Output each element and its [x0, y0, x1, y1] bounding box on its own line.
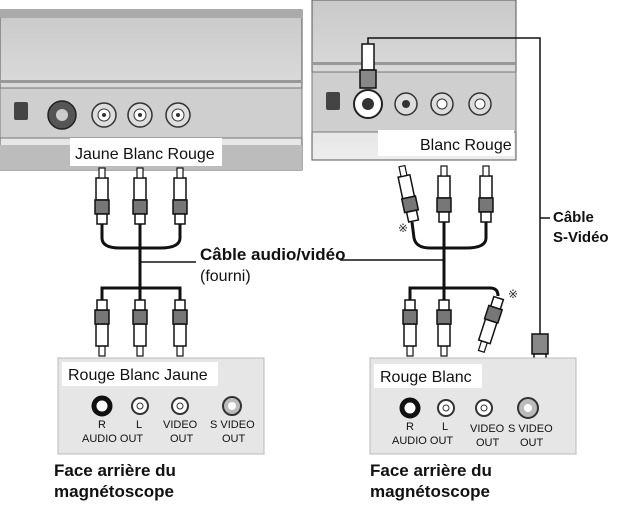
jack-svideo-label: S VIDEO	[508, 423, 553, 435]
right-bottom-labels: Rouge Blanc	[380, 369, 472, 386]
svideo-plug-top	[359, 43, 377, 89]
audio-r-jack-icon	[399, 397, 421, 419]
jack-r-label: R	[406, 421, 414, 433]
jack-video-out-label: OUT	[476, 437, 500, 449]
right-bottom-plugs	[402, 295, 507, 357]
jack-svideo-out-label: OUT	[222, 433, 246, 445]
right-device: Blanc Rouge	[311, 0, 517, 161]
rca-jack-icon	[394, 92, 418, 116]
svideo-label-line1: Câble	[553, 209, 594, 226]
right-vcr-panel: Rouge Blanc R L AUDIO OUT VIDEO OUT S VI…	[369, 357, 577, 455]
jack-video-label: VIDEO	[163, 419, 198, 431]
left-caption-line2: magnétoscope	[54, 482, 174, 501]
left-device: Jaune Blanc Rouge	[0, 9, 303, 171]
rca-jack-icon	[127, 102, 153, 128]
rca-jack-icon	[468, 92, 492, 116]
jack-svideo-label: S VIDEO	[210, 419, 255, 431]
note-mark-bottom: ※	[508, 287, 518, 301]
left-bottom-plugs	[94, 299, 188, 357]
optical-jack-icon	[326, 92, 340, 110]
audio-r-jack-icon	[91, 395, 113, 417]
rca-jack-icon	[430, 92, 454, 116]
svideo-label-line2: S-Vidéo	[553, 229, 609, 246]
left-cable	[100, 224, 182, 300]
left-top-labels: Jaune Blanc Rouge	[75, 146, 215, 163]
right-top-plugs	[394, 164, 494, 224]
jack-audio-out-label: AUDIO OUT	[392, 435, 453, 447]
svideo-cable	[367, 37, 541, 334]
jack-video-out-label: OUT	[170, 433, 194, 445]
left-top-label-box	[70, 138, 222, 166]
left-cable-note: (fourni)	[200, 268, 251, 285]
jack-l-label: L	[442, 421, 448, 433]
right-caption-line1: Face arrière du	[370, 461, 492, 480]
left-cable-label: Câble audio/vidéo	[200, 245, 345, 264]
left-bottom-labels: Rouge Blanc Jaune	[68, 367, 208, 384]
jack-audio-out-label: AUDIO OUT	[82, 433, 143, 445]
right-caption-line2: magnétoscope	[370, 482, 490, 501]
jack-r-label: R	[98, 419, 106, 431]
rca-jack-icon	[165, 102, 191, 128]
right-top-labels: Blanc Rouge	[420, 137, 512, 154]
left-caption-line1: Face arrière du	[54, 461, 176, 480]
jack-svideo-out-label: OUT	[520, 437, 544, 449]
note-mark-top: ※	[398, 221, 408, 235]
optical-jack-icon	[14, 102, 28, 120]
left-top-plugs	[94, 167, 188, 225]
left-vcr-panel: Rouge Blanc Jaune R L AUDIO OUT VIDEO OU…	[57, 357, 265, 455]
jack-l-label: L	[136, 419, 142, 431]
right-cable	[408, 221, 500, 300]
jack-video-label: VIDEO	[470, 423, 505, 435]
rca-jack-icon	[91, 102, 117, 128]
